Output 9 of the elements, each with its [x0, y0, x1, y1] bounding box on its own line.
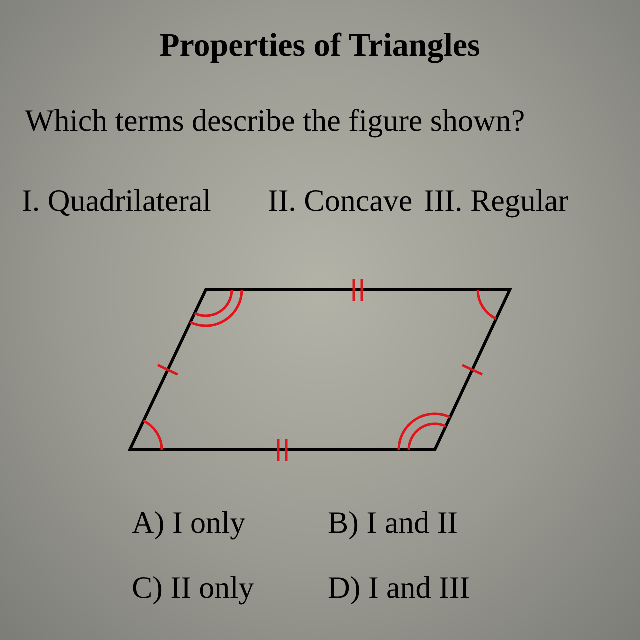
- answer-choice: A) I only: [132, 505, 246, 541]
- answer-choice: C) II only: [132, 570, 254, 606]
- question-text: Which terms describe the figure shown?: [25, 103, 526, 139]
- term-option: II. Concave: [268, 183, 413, 219]
- term-option: I. Quadrilateral: [22, 183, 212, 219]
- answer-choice: D) I and III: [328, 570, 470, 606]
- title: Properties of Triangles: [158, 28, 482, 65]
- answer-choice: B) I and II: [328, 505, 458, 541]
- term-option: III. Regular: [424, 183, 569, 219]
